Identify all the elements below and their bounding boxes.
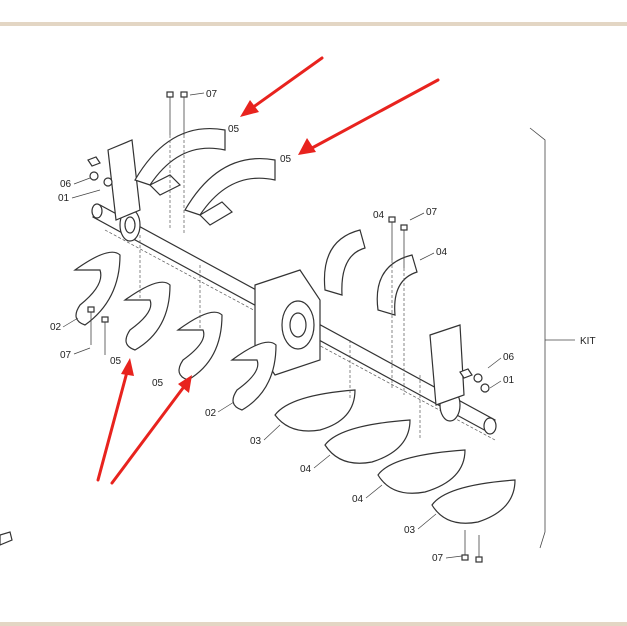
callout-03-mid: 03 [250, 436, 262, 447]
callout-06-right: 06 [503, 352, 515, 363]
nuts-right [459, 368, 490, 393]
callout-05-top-2: 05 [280, 154, 292, 165]
callout-03-right: 03 [404, 525, 416, 536]
callout-07-bottom: 07 [432, 553, 444, 564]
lower-blade-02-mid [230, 341, 277, 411]
kit-bracket [529, 127, 575, 549]
callout-05-top-1: 05 [228, 124, 240, 135]
callout-04-low-1: 04 [300, 464, 312, 475]
callout-07-right: 07 [426, 207, 438, 218]
red-arrow-top-1 [240, 56, 324, 117]
top-shield-1 [134, 128, 226, 196]
top-divider [0, 22, 627, 26]
bottom-divider [0, 622, 627, 626]
partial-part-left-edge [0, 531, 13, 546]
callout-07-left: 07 [60, 350, 72, 361]
red-arrow-top-2 [298, 78, 440, 155]
callout-01-right: 01 [503, 375, 515, 386]
kit-label: KIT [580, 336, 596, 347]
callouts: 07 05 05 06 01 04 07 04 02 07 05 05 02 0… [50, 89, 596, 564]
left-bearing [107, 139, 141, 242]
bolts-top [166, 91, 188, 135]
callout-04-low-2: 04 [352, 494, 364, 505]
callout-05-low-2: 05 [152, 378, 164, 389]
lower-blade-05-1 [123, 281, 171, 351]
callout-02-mid: 02 [205, 408, 217, 419]
callout-02-left: 02 [50, 322, 62, 333]
lower-shield-03-a [274, 389, 356, 432]
lower-shield-03-b [431, 479, 516, 524]
upper-shield-04-a [323, 229, 366, 296]
callout-04-right-1: 04 [373, 210, 385, 221]
callout-05-low-1: 05 [110, 356, 122, 367]
nuts-left [87, 156, 113, 187]
bolts-left [87, 306, 109, 355]
upper-shield-04-b [376, 254, 418, 316]
lower-shield-04-a [324, 419, 411, 464]
right-bearing [429, 324, 465, 422]
red-arrow-low-1 [96, 358, 134, 482]
assembly-lines [139, 135, 421, 440]
red-arrow-low-2 [110, 375, 192, 485]
callout-04-right-2: 04 [436, 247, 448, 258]
bolts-bottom [461, 530, 483, 563]
callout-01-left: 01 [58, 193, 70, 204]
top-shield-2 [184, 158, 276, 226]
callout-06-left: 06 [60, 179, 72, 190]
lower-shield-04-b [377, 449, 466, 494]
bolts-right [388, 216, 408, 268]
lower-blade-02-left [73, 251, 121, 326]
callout-07-top: 07 [206, 89, 218, 100]
